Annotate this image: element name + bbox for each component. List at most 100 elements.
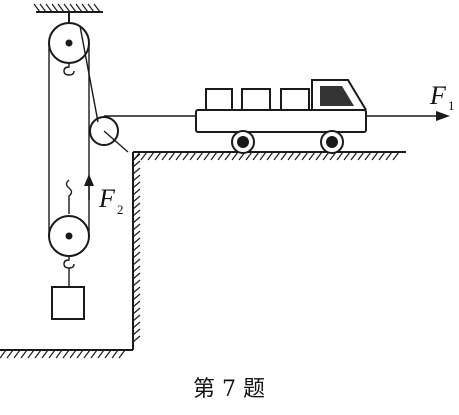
hatch-mark bbox=[132, 209, 141, 217]
truck bbox=[195, 79, 367, 154]
hatch-mark bbox=[63, 3, 71, 13]
hatch-mark bbox=[357, 151, 365, 161]
hatch-mark bbox=[336, 151, 344, 161]
hatch-mark bbox=[81, 3, 89, 13]
hatch-mark bbox=[132, 216, 141, 224]
hatch-mark bbox=[132, 335, 141, 343]
hatch-mark bbox=[364, 151, 372, 161]
hatch-mark bbox=[132, 167, 141, 175]
hatch-mark bbox=[182, 151, 190, 161]
hatch-mark bbox=[132, 223, 141, 231]
hatch-mark bbox=[48, 349, 56, 359]
hatch-mark bbox=[252, 151, 260, 161]
truck-wheel bbox=[320, 130, 344, 154]
hatch-mark bbox=[301, 151, 309, 161]
hatch-mark bbox=[34, 349, 42, 359]
hatch-mark bbox=[132, 300, 141, 308]
hatch-mark bbox=[343, 151, 351, 161]
force-f1-arrow bbox=[366, 111, 450, 121]
rope bbox=[48, 25, 196, 236]
hatch-mark bbox=[90, 349, 98, 359]
hatch-mark bbox=[259, 151, 267, 161]
hatch-mark bbox=[132, 279, 141, 287]
hatch-mark bbox=[322, 151, 330, 161]
hatch-mark bbox=[371, 151, 379, 161]
hatch-mark bbox=[132, 181, 141, 189]
hatch-mark bbox=[287, 151, 295, 161]
ceiling-support bbox=[33, 3, 103, 24]
hatch-mark bbox=[175, 151, 183, 161]
hatch-mark bbox=[83, 349, 91, 359]
hatch-mark bbox=[224, 151, 232, 161]
hatch-mark bbox=[132, 202, 141, 210]
hatch-mark bbox=[385, 151, 393, 161]
hatch-mark bbox=[315, 151, 323, 161]
movable-pulley bbox=[48, 179, 90, 269]
hatch-mark bbox=[132, 321, 141, 329]
truck-wheel bbox=[231, 130, 255, 154]
svg-text:F: F bbox=[429, 81, 447, 110]
hatch-mark bbox=[294, 151, 302, 161]
hatch-mark bbox=[189, 151, 197, 161]
hatch-mark bbox=[62, 349, 70, 359]
hatch-mark bbox=[154, 151, 162, 161]
hatch-mark bbox=[76, 349, 84, 359]
force-f2-arrow bbox=[84, 174, 94, 200]
hatch-mark bbox=[132, 244, 141, 252]
hatch-mark bbox=[132, 272, 141, 280]
hatch-mark bbox=[13, 349, 21, 359]
hatch-mark bbox=[51, 3, 59, 13]
hatch-mark bbox=[132, 293, 141, 301]
hatch-mark bbox=[111, 349, 119, 359]
hatch-mark bbox=[20, 349, 28, 359]
hatch-mark bbox=[132, 237, 141, 245]
hatch-mark bbox=[104, 349, 112, 359]
hatch-mark bbox=[273, 151, 281, 161]
hatch-mark bbox=[132, 153, 141, 161]
hatch-mark bbox=[132, 328, 141, 336]
hatch-mark bbox=[196, 151, 204, 161]
cargo-box bbox=[205, 88, 233, 111]
hatch-mark bbox=[132, 195, 141, 203]
svg-text:1: 1 bbox=[448, 98, 455, 113]
hatch-mark bbox=[132, 188, 141, 196]
hatch-mark bbox=[308, 151, 316, 161]
table-structure bbox=[0, 151, 406, 359]
hatch-mark bbox=[132, 314, 141, 322]
hatch-mark bbox=[132, 286, 141, 294]
hatch-mark bbox=[33, 3, 41, 13]
hatch-mark bbox=[210, 151, 218, 161]
force-f2-label: F 2 bbox=[98, 184, 124, 217]
fixed-pulley bbox=[48, 22, 90, 76]
hatch-mark bbox=[0, 349, 7, 359]
hatch-mark bbox=[168, 151, 176, 161]
hatch-mark bbox=[118, 349, 126, 359]
hanging-block bbox=[51, 286, 85, 320]
force-f1-label: F 1 bbox=[429, 81, 455, 113]
hatch-mark bbox=[132, 251, 141, 259]
hatch-mark bbox=[132, 230, 141, 238]
hatch-mark bbox=[45, 3, 53, 13]
hatch-mark bbox=[245, 151, 253, 161]
hatch-mark bbox=[203, 151, 211, 161]
hatch-mark bbox=[217, 151, 225, 161]
hatch-mark bbox=[69, 349, 77, 359]
hatch-mark bbox=[392, 151, 400, 161]
figure-caption: 第 7 题 bbox=[193, 377, 265, 402]
hatch-mark bbox=[132, 307, 141, 315]
cargo-box bbox=[241, 88, 271, 111]
hatch-mark bbox=[6, 349, 14, 359]
hatch-mark bbox=[280, 151, 288, 161]
hatch-mark bbox=[147, 151, 155, 161]
edge-pulley bbox=[89, 116, 129, 153]
hatch-mark bbox=[140, 151, 148, 161]
svg-text:2: 2 bbox=[117, 202, 124, 217]
hatch-mark bbox=[266, 151, 274, 161]
hatch-mark bbox=[93, 3, 101, 13]
hatch-mark bbox=[41, 349, 49, 359]
hatch-mark bbox=[87, 3, 95, 13]
hatch-mark bbox=[97, 349, 105, 359]
hatch-mark bbox=[132, 174, 141, 182]
cargo-box bbox=[280, 88, 310, 111]
